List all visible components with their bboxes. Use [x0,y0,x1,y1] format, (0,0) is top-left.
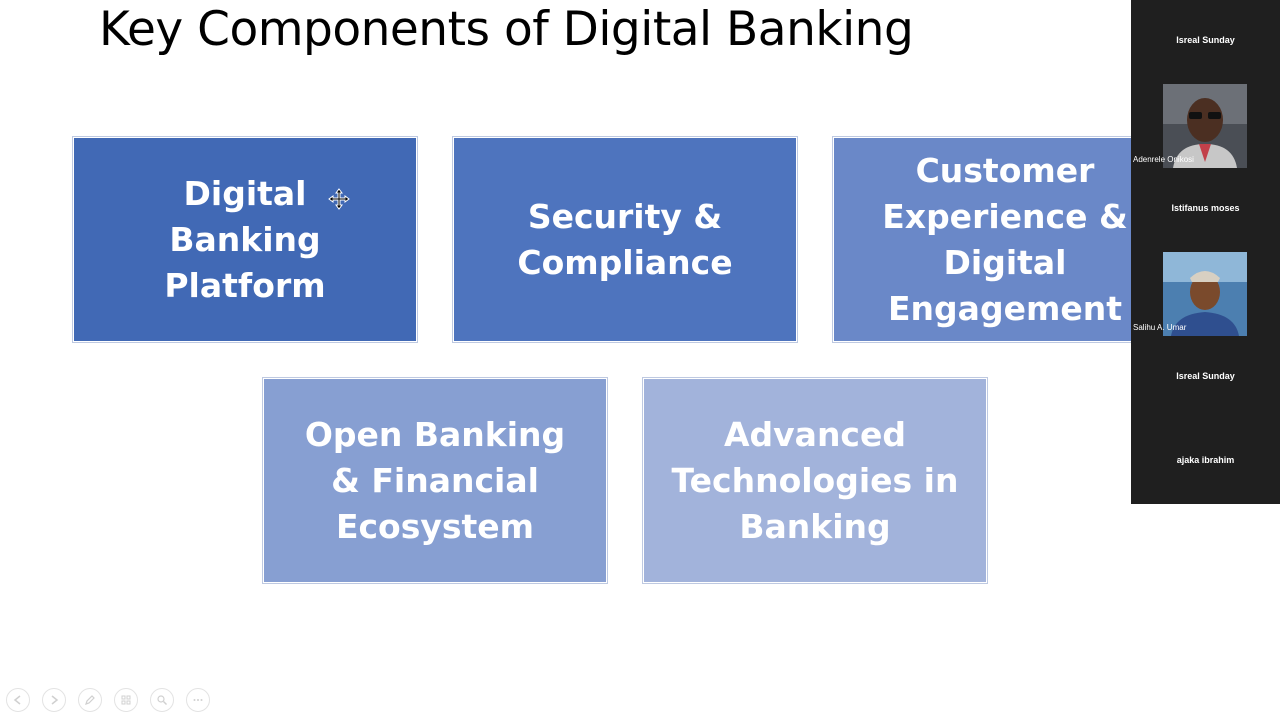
more-options-icon[interactable] [186,688,210,712]
participant-name: Istifanus moses [1171,203,1240,213]
zoom-icon[interactable] [150,688,174,712]
component-label: Digital Banking Platform [164,173,326,305]
participant-name: Adenrele Onikosi [1133,155,1194,164]
component-digital-banking-platform[interactable]: Digital Banking Platform [72,136,418,343]
avatar [1163,252,1247,336]
participant-video-tile[interactable] [1163,84,1247,168]
component-label: Advanced Technologies in Banking [671,414,959,546]
participants-panel: Isreal Sunday Adenrele Onikosi Istifanus… [1131,0,1280,504]
participant-name: Salihu A. Umar [1133,323,1187,332]
slide-title: Key Components of Digital Banking [99,2,914,57]
component-label: Open Banking & Financial Ecosystem [304,414,566,546]
presentation-controls [6,688,210,712]
participant-video-tile[interactable] [1163,252,1247,336]
previous-slide-icon[interactable] [6,688,30,712]
avatar [1163,84,1247,168]
component-advanced-technologies[interactable]: Advanced Technologies in Banking [642,377,988,584]
component-open-banking[interactable]: Open Banking & Financial Ecosystem [262,377,608,584]
slides-grid-icon[interactable] [114,688,138,712]
component-customer-experience[interactable]: Customer Experience & Digital Engagement [832,136,1178,343]
next-slide-icon[interactable] [42,688,66,712]
participant-name: ajaka ibrahim [1176,455,1235,465]
component-security-compliance[interactable]: Security & Compliance [452,136,798,343]
component-label: Security & Compliance [517,196,733,282]
component-label: Customer Experience & Digital Engagement [882,150,1128,328]
move-cursor-icon [328,188,350,210]
participant-name: Isreal Sunday [1176,35,1235,45]
pen-icon[interactable] [78,688,102,712]
participant-name: Isreal Sunday [1176,371,1235,381]
